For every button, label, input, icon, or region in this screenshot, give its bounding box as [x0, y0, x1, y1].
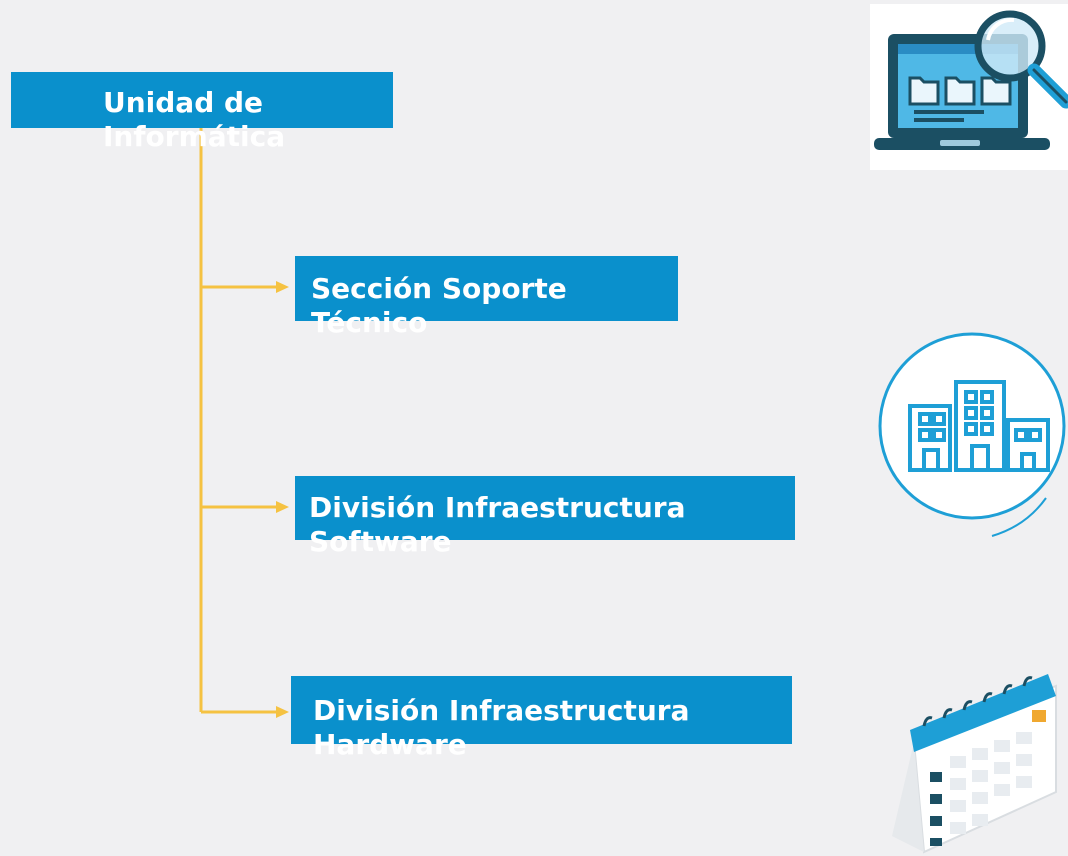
- calendar-icon: [892, 674, 1057, 854]
- buildings-icon: [878, 332, 1066, 537]
- laptop-search-icon: [870, 4, 1068, 170]
- child-node-label: División Infraestructura Software: [309, 491, 686, 558]
- arrow-head-3: [276, 706, 289, 718]
- arrow-head-2: [276, 501, 289, 513]
- arrow-head-1: [276, 281, 289, 293]
- child-node-infra-hardware: División Infraestructura Hardware: [291, 676, 792, 761]
- child-node-label: División Infraestructura Hardware: [313, 694, 690, 761]
- child-node-infra-software: División Infraestructura Software: [295, 476, 795, 558]
- child-node-soporte-tecnico: Sección Soporte Técnico: [295, 256, 678, 339]
- child-node-label: Sección Soporte Técnico: [311, 272, 567, 339]
- root-node-unidad-informatica: Unidad de Informática: [11, 72, 393, 153]
- root-node-label: Unidad de Informática: [103, 86, 286, 153]
